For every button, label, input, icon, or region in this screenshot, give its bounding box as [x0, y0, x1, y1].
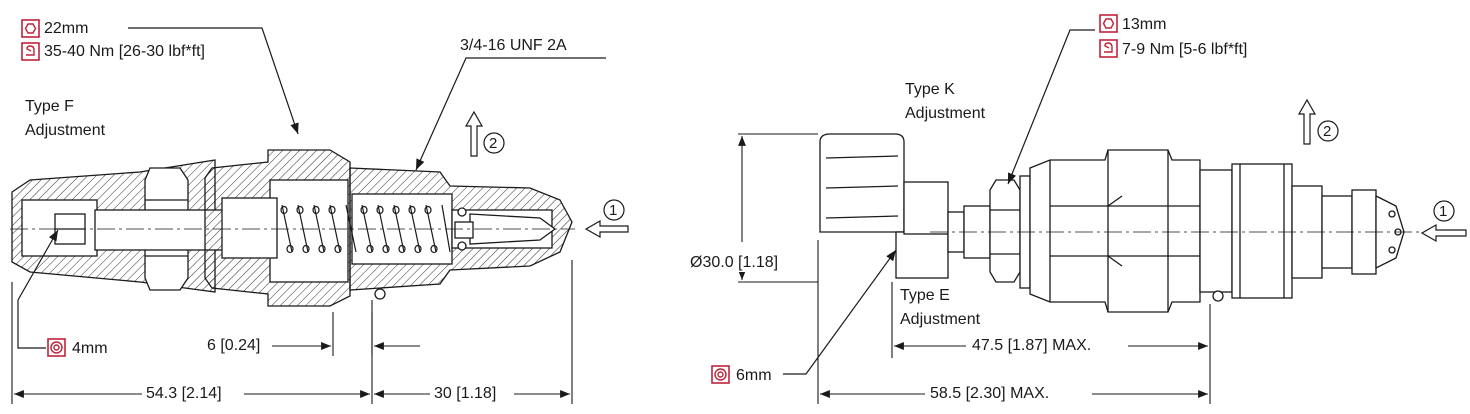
right-dimensions: [738, 133, 1211, 404]
left-leaders: [17, 27, 606, 349]
right-leaders: [783, 29, 1095, 375]
left-adjustment-type: Type F: [25, 98, 74, 115]
right-typek-type: Type K: [905, 81, 955, 98]
right-port-2-label: 2: [1323, 123, 1332, 140]
left-dim-cavity: 30 [1.18]: [434, 385, 497, 402]
hex-wrench-icon: [21, 19, 40, 38]
hex-wrench-icon: [1099, 14, 1118, 33]
right-flow-arrows: [1297, 98, 1467, 243]
left-thread-spec: 3/4-16 UNF 2A: [460, 37, 567, 54]
left-dimensions: [11, 260, 573, 404]
left-port-2-label: 2: [489, 135, 498, 152]
right-dim-58: 58.5 [2.30] MAX.: [930, 385, 1050, 402]
right-hex-size: 13mm: [1122, 16, 1167, 33]
torque-wrench-icon: [21, 42, 40, 61]
right-typee-word: Adjustment: [900, 311, 981, 328]
right-dim-47: 47.5 [1.87] MAX.: [972, 337, 1092, 354]
right-cartridge-exterior: [819, 133, 1420, 313]
left-dim-total: 54.3 [2.14]: [146, 385, 222, 402]
left-torque: 35-40 Nm [26-30 lbf*ft]: [44, 43, 205, 60]
right-socket-size: 6mm: [736, 367, 772, 384]
left-dim-stroke: 6 [0.24]: [207, 337, 261, 354]
right-typee-type: Type E: [900, 287, 950, 304]
right-port-1-label: 1: [1439, 203, 1448, 220]
right-typek-word: Adjustment: [905, 105, 986, 122]
spring-coils: [280, 204, 451, 254]
right-diameter: Ø30.0 [1.18]: [690, 253, 779, 272]
right-torque: 7-9 Nm [5-6 lbf*ft]: [1122, 41, 1248, 58]
socket-wrench-icon: [711, 365, 730, 384]
left-cartridge-section: [10, 149, 575, 307]
socket-wrench-icon: [47, 338, 66, 357]
left-socket-size: 4mm: [72, 340, 108, 357]
torque-wrench-icon: [1099, 39, 1118, 58]
left-hex-size: 22mm: [44, 20, 89, 37]
left-flow-arrows: [464, 110, 629, 239]
left-port-1-label: 1: [609, 202, 618, 219]
left-adjustment-word: Adjustment: [25, 122, 106, 139]
